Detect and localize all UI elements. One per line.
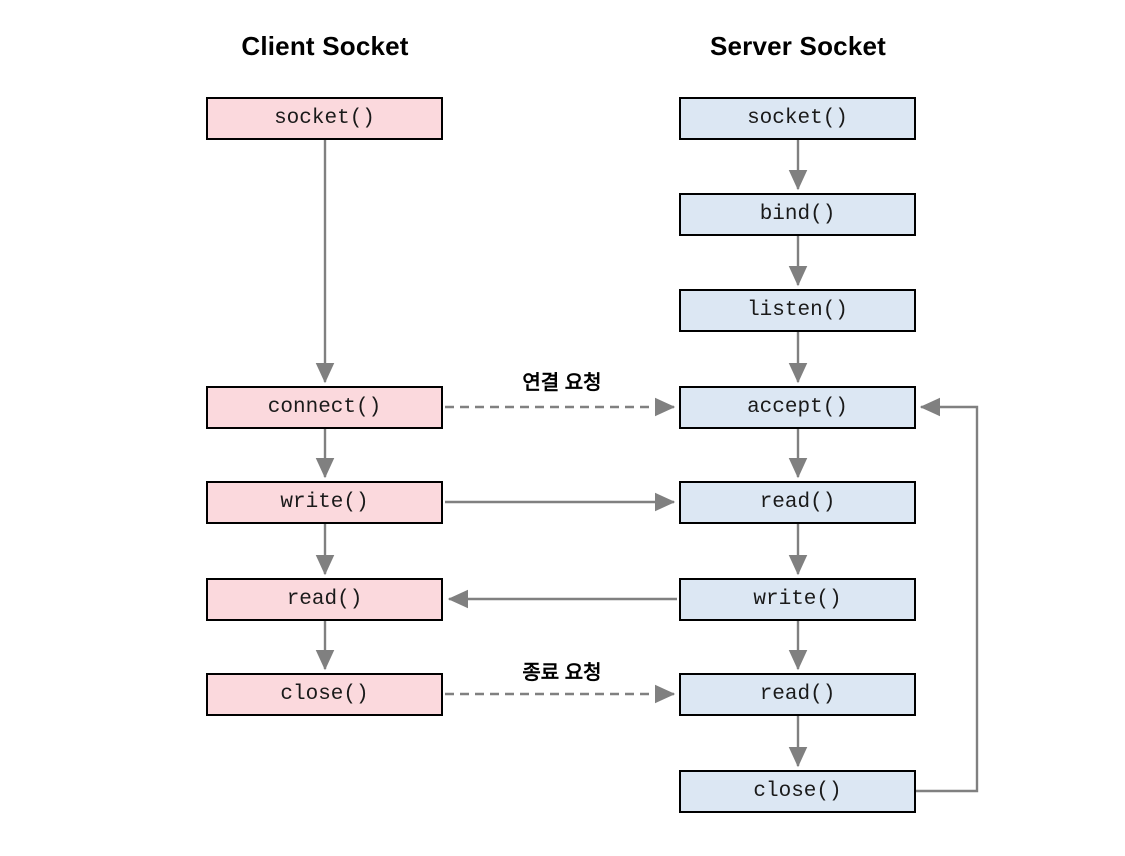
node-server-listen[interactable]: listen(): [679, 289, 916, 332]
node-client-read[interactable]: read(): [206, 578, 443, 621]
node-server-bind[interactable]: bind(): [679, 193, 916, 236]
edge-server-close-loop-to-accept: [916, 397, 979, 793]
client-column-title: Client Socket: [241, 31, 409, 61]
node-client-write[interactable]: write(): [206, 481, 443, 524]
node-server-write[interactable]: write(): [679, 578, 916, 621]
node-client-socket[interactable]: socket(): [206, 97, 443, 140]
edge-label-close-request: 종료 요청: [522, 662, 602, 684]
node-client-close[interactable]: close(): [206, 673, 443, 716]
node-server-socket[interactable]: socket(): [679, 97, 916, 140]
node-server-accept[interactable]: accept(): [679, 386, 916, 429]
server-column-title: Server Socket: [709, 31, 887, 61]
node-server-close[interactable]: close(): [679, 770, 916, 813]
node-server-read-first[interactable]: read(): [679, 481, 916, 524]
node-server-read-second[interactable]: read(): [679, 673, 916, 716]
edge-label-connect-request: 연결 요청: [522, 372, 602, 394]
node-client-connect[interactable]: connect(): [206, 386, 443, 429]
